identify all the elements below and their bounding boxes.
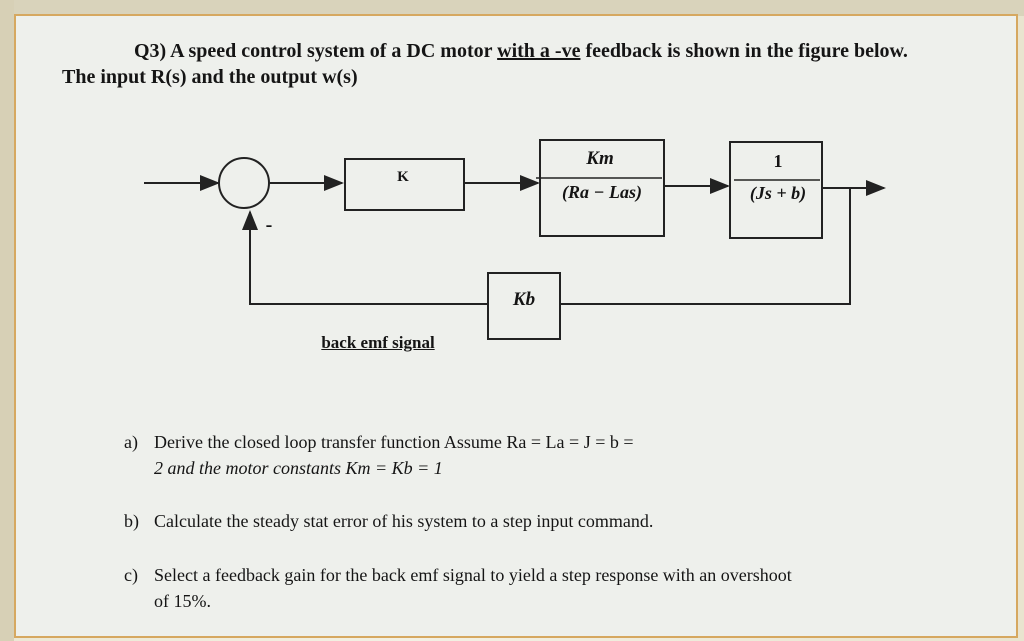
- part-c-mark: c): [124, 565, 138, 585]
- part-a-mark: a): [124, 432, 138, 452]
- question-sheet: [14, 14, 1018, 638]
- load-numerator: 1: [773, 151, 783, 171]
- part-a: a) Derive the closed loop transfer functi…: [124, 429, 634, 481]
- load-block: [729, 141, 823, 239]
- summing-junction: [218, 157, 270, 209]
- motor-denominator: (Ra − Las): [562, 182, 642, 202]
- feedback-path-left: [242, 210, 488, 305]
- question-prefix: Q3) A speed control system of a DC motor: [134, 40, 498, 62]
- part-c: c) Select a feedback gain for the back em…: [124, 562, 792, 614]
- part-c-line2: of 15%.: [154, 591, 211, 611]
- feedback-label: Kb: [512, 289, 536, 310]
- top-edge: [0, 0, 1024, 16]
- gain-block: [344, 158, 465, 211]
- load-denominator: (Js + b): [749, 183, 807, 203]
- motor-numerator: Km: [586, 148, 614, 169]
- feedback-caption: back emf signal: [321, 333, 435, 352]
- gain-label: K: [397, 169, 409, 185]
- part-a-line1: Derive the closed loop transfer function…: [154, 432, 634, 452]
- question-text: Q3) A speed control system of a DC motor…: [62, 38, 942, 90]
- minus-sign: -: [265, 214, 273, 236]
- part-a-line2: 2 and the motor constants Km = Kb = 1: [154, 458, 443, 478]
- part-b-mark: b): [124, 511, 139, 531]
- part-b: b) Calculate the steady stat error of his…: [124, 508, 653, 534]
- feedback-block: [487, 272, 561, 340]
- question-underlined: with a -ve: [497, 40, 581, 62]
- question-suffix: feedback is shown in the figure below. T…: [62, 40, 908, 88]
- motor-block: [539, 139, 665, 237]
- part-b-line1: Calculate the steady stat error of his s…: [154, 511, 654, 531]
- part-c-line1: Select a feedback gain for the back emf …: [154, 565, 792, 585]
- feedback-path-right: [560, 188, 851, 305]
- left-edge: [0, 0, 14, 641]
